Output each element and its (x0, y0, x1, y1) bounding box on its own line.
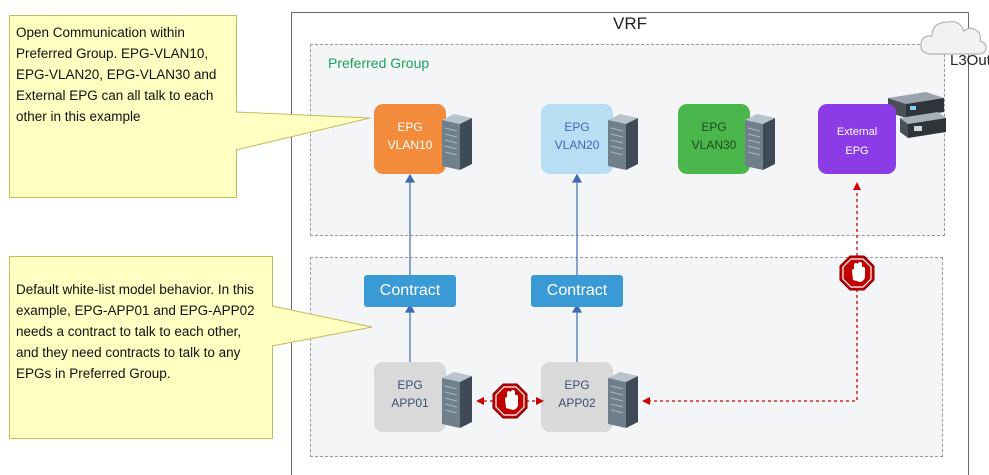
server-icon (607, 113, 639, 171)
callout-edge (272, 256, 273, 307)
callout-edge (236, 15, 237, 113)
epg-external: External EPG (818, 104, 896, 174)
callout-white-list: Default white-list model behavior. In th… (9, 256, 273, 439)
contract-1: Contract (364, 275, 456, 307)
vrf-container (291, 12, 969, 475)
callout-join (272, 307, 275, 345)
l3out-label: L3Out (950, 52, 989, 69)
epg-vlan10: EPG VLAN10 (374, 104, 446, 174)
epg-vlan10-label: EPG VLAN10 (387, 120, 433, 152)
callout-edge (272, 345, 273, 439)
callout-white-list-text: Default white-list model behavior. In th… (16, 282, 255, 381)
epg-app02-label: EPG APP02 (558, 378, 596, 410)
vrf-label: VRF (613, 14, 647, 33)
callout-preferred-group: Open Communication within Preferred Grou… (9, 15, 237, 198)
epg-app01-label: EPG APP01 (391, 378, 429, 410)
callout-join (236, 113, 239, 149)
server-icon (744, 113, 776, 171)
epg-external-label: External EPG (836, 126, 878, 157)
router-icon (882, 88, 948, 149)
epg-vlan20-label: EPG VLAN20 (554, 120, 600, 152)
server-icon (607, 371, 639, 429)
preferred-group-label: Preferred Group (328, 55, 430, 71)
server-icon (441, 371, 473, 429)
server-icon (441, 113, 473, 171)
epg-vlan30-label: EPG VLAN30 (691, 120, 737, 152)
callout-preferred-group-text: Open Communication within Preferred Grou… (16, 25, 217, 124)
stop-hand-icon (492, 383, 528, 419)
callout-edge (236, 149, 237, 198)
stop-hand-icon (839, 255, 875, 291)
epg-vlan30: EPG VLAN30 (678, 104, 750, 174)
cloud-icon (918, 14, 988, 60)
epg-vlan20: EPG VLAN20 (541, 104, 613, 174)
contract-2: Contract (531, 275, 623, 307)
epg-app01: EPG APP01 (374, 362, 446, 432)
epg-app02: EPG APP02 (541, 362, 613, 432)
